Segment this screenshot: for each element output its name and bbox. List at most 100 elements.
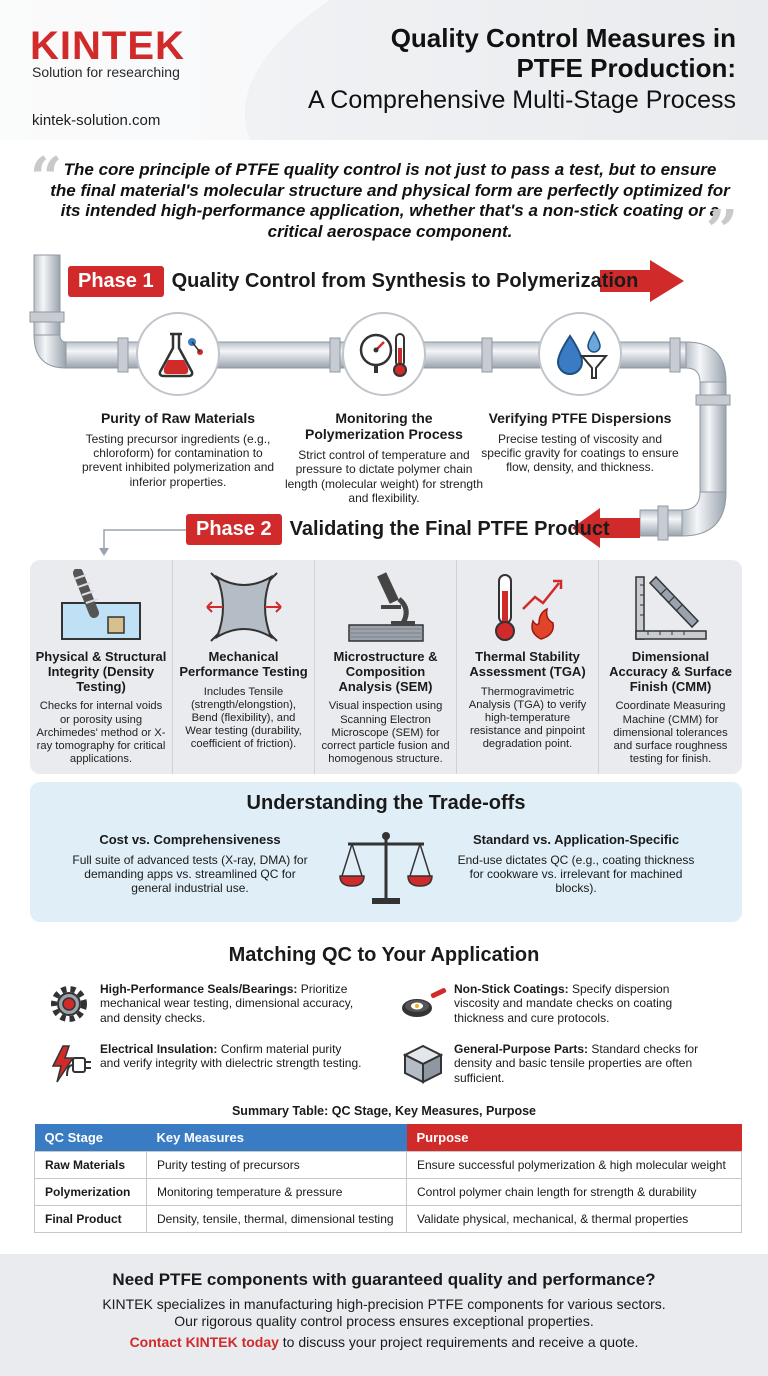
page-title: Quality Control Measures in PTFE Product… xyxy=(390,23,736,84)
phase2-badge: Phase 2 xyxy=(186,514,282,545)
phase2-item-desc: Visual inspection using Scanning Electro… xyxy=(321,700,450,765)
footer-description: KINTEK specializes in manufacturing high… xyxy=(0,1296,768,1330)
phase2-panel: Physical & Structural Integrity (Density… xyxy=(30,560,742,774)
open-quote-icon: “ xyxy=(30,145,63,211)
flask-icon xyxy=(136,312,220,396)
phase2-item-title: Mechanical Performance Testing xyxy=(179,649,308,679)
tradeoff-standard: Standard vs. Application-Specific End-us… xyxy=(456,832,696,895)
microscope-icon xyxy=(315,566,456,648)
phase1-item-desc: Precise testing of viscosity and specifi… xyxy=(481,432,679,475)
summary-table-title: Summary Table: QC Stage, Key Measures, P… xyxy=(231,1104,537,1118)
match-label: High-Performance Seals/Bearings: xyxy=(100,982,298,996)
caliper-icon xyxy=(599,566,742,648)
title-line-1: Quality Control Measures in xyxy=(390,23,736,53)
match-text: General-Purpose Parts: Standard checks f… xyxy=(454,1042,718,1085)
matching-heading: Matching QC to Your Application xyxy=(228,944,540,966)
phase2-banner: Phase 2 Validating the Final PTFE Produc… xyxy=(186,514,610,545)
header-swoosh xyxy=(0,0,330,140)
phase1-item-dispersions: Verifying PTFE Dispersions Precise testi… xyxy=(480,312,680,475)
tradeoff-cost: Cost vs. Comprehensiveness Full suite of… xyxy=(70,832,310,895)
footer-line-1: KINTEK specializes in manufacturing high… xyxy=(102,1296,666,1312)
table-cell: Final Product xyxy=(34,1205,147,1233)
table-header-row: QC Stage Key Measures Purpose xyxy=(34,1124,742,1152)
footer-cta-line: Contact KINTEK today to discuss your pro… xyxy=(0,1334,768,1350)
quote-block: “ The core principle of PTFE quality con… xyxy=(30,145,738,259)
footer-line-2: Our rigorous quality control process ens… xyxy=(174,1313,594,1330)
phase2-item-title: Dimensional Accuracy & Surface Finish (C… xyxy=(609,649,732,694)
density-tank-icon xyxy=(30,566,172,648)
phase1-item-desc: Strict control of temperature and pressu… xyxy=(284,448,484,505)
phase2-item-desc: Thermogravimetric Analysis (TGA) to veri… xyxy=(468,685,587,750)
droplet-funnel-icon xyxy=(538,312,622,396)
phase2-item-density: Physical & Structural Integrity (Density… xyxy=(30,560,172,774)
phase2-item-title: Thermal Stability Assessment (TGA) xyxy=(469,649,586,679)
footer-cta: Need PTFE components with guaranteed qua… xyxy=(0,1254,768,1376)
close-quote-icon: ” xyxy=(705,198,738,264)
phase1-banner: Phase 1 Quality Control from Synthesis t… xyxy=(68,266,638,297)
table-cell: Purity testing of precursors xyxy=(146,1151,407,1179)
phase1-item-polymerization: Monitoring the Polymerization Process St… xyxy=(284,312,484,505)
match-desc: Specify dispersion viscosity and mandate… xyxy=(454,982,673,1025)
tradeoffs-panel: Understanding the Trade-offs Cost vs. Co… xyxy=(30,782,742,922)
match-text: Non-Stick Coatings: Specify dispersion v… xyxy=(454,982,718,1025)
phase1-item-title: Verifying PTFE Dispersions xyxy=(488,410,672,426)
phase2-item-title: Physical & Structural Integrity (Density… xyxy=(35,649,167,694)
match-text: High-Performance Seals/Bearings: Priorit… xyxy=(100,982,364,1025)
site-link[interactable]: kintek-solution.com xyxy=(32,112,161,129)
gauge-thermometer-icon xyxy=(342,312,426,396)
column-header: QC Stage xyxy=(34,1124,147,1152)
table-cell: Polymerization xyxy=(34,1178,147,1206)
table-cell: Validate physical, mechanical, & thermal… xyxy=(406,1205,742,1233)
contact-link[interactable]: Contact KINTEK today xyxy=(129,1334,279,1351)
pan-icon xyxy=(398,982,448,1026)
table-row: Polymerization Monitoring temperature & … xyxy=(34,1178,742,1206)
balance-scale-icon xyxy=(339,832,433,904)
phase2-item-desc: Includes Tensile (strength/elongstion), … xyxy=(185,685,302,750)
phase2-item-mechanical: Mechanical Performance Testing Includes … xyxy=(172,560,314,774)
phase1-title: Quality Control from Synthesis to Polyme… xyxy=(171,270,639,292)
match-desc: Confirm material purity and verify integ… xyxy=(100,1042,362,1071)
header: KINTEK Solution for researching kintek-s… xyxy=(0,0,768,140)
phase1-item-raw-materials: Purity of Raw Materials Testing precurso… xyxy=(78,312,278,489)
cube-icon xyxy=(398,1042,448,1086)
summary-table: QC Stage Key Measures Purpose Raw Materi… xyxy=(34,1124,742,1233)
phase1-item-title: Monitoring the Polymerization Process xyxy=(305,410,463,443)
cta-text: to discuss your project requirements and… xyxy=(278,1334,639,1351)
column-header: Purpose xyxy=(406,1124,742,1152)
phase1-item-desc: Testing precursor ingredients (e.g., chl… xyxy=(81,432,275,489)
table-row: Raw Materials Purity testing of precurso… xyxy=(34,1151,742,1179)
match-item-seals: High-Performance Seals/Bearings: Priorit… xyxy=(44,982,364,1026)
match-desc: Standard checks for density and basic te… xyxy=(454,1042,699,1085)
quote-text: The core principle of PTFE quality contr… xyxy=(50,160,730,242)
phase2-item-desc: Checks for internal voids or porosity us… xyxy=(36,700,166,765)
phase2-title: Validating the Final PTFE Product xyxy=(289,518,610,540)
tradeoff-desc: End-use dictates QC (e.g., coating thick… xyxy=(457,853,695,896)
phase1-badge: Phase 1 xyxy=(68,266,164,297)
brand-logo[interactable]: KINTEK xyxy=(30,24,185,68)
phase1-item-title: Purity of Raw Materials xyxy=(100,410,256,426)
phase2-item-desc: Coordinate Measuring Machine (CMM) for d… xyxy=(613,700,728,765)
match-item-coatings: Non-Stick Coatings: Specify dispersion v… xyxy=(398,982,718,1026)
gear-icon xyxy=(44,982,94,1026)
table-cell: Ensure successful polymerization & high … xyxy=(406,1151,742,1179)
table-cell: Density, tensile, thermal, dimensional t… xyxy=(146,1205,407,1233)
brand-tagline: Solution for researching xyxy=(32,64,180,80)
tradeoff-desc: Full suite of advanced tests (X-ray, DMA… xyxy=(72,853,308,896)
tradeoff-title: Standard vs. Application-Specific xyxy=(472,832,680,847)
title-line-2: PTFE Production: xyxy=(516,52,736,83)
match-item-general: General-Purpose Parts: Standard checks f… xyxy=(398,1042,718,1086)
table-cell: Monitoring temperature & pressure xyxy=(146,1178,407,1206)
match-desc: Prioritize mechanical wear testing, dime… xyxy=(100,982,354,1025)
phase2-item-sem: Microstructure & Composition Analysis (S… xyxy=(314,560,456,774)
tensile-icon xyxy=(173,566,314,648)
thermo-flame-icon xyxy=(457,566,598,648)
match-item-electrical: Electrical Insulation: Confirm material … xyxy=(44,1042,364,1086)
tradeoff-title: Cost vs. Comprehensiveness xyxy=(99,832,281,847)
table-cell: Control polymer chain length for strengt… xyxy=(406,1178,742,1206)
match-label: Non-Stick Coatings: xyxy=(454,982,569,996)
tradeoffs-heading: Understanding the Trade-offs xyxy=(246,792,526,814)
table-cell: Raw Materials xyxy=(34,1151,147,1179)
footer-heading: Need PTFE components with guaranteed qua… xyxy=(112,1270,656,1289)
match-text: Electrical Insulation: Confirm material … xyxy=(100,1042,364,1071)
phase2-item-cmm: Dimensional Accuracy & Surface Finish (C… xyxy=(598,560,742,774)
